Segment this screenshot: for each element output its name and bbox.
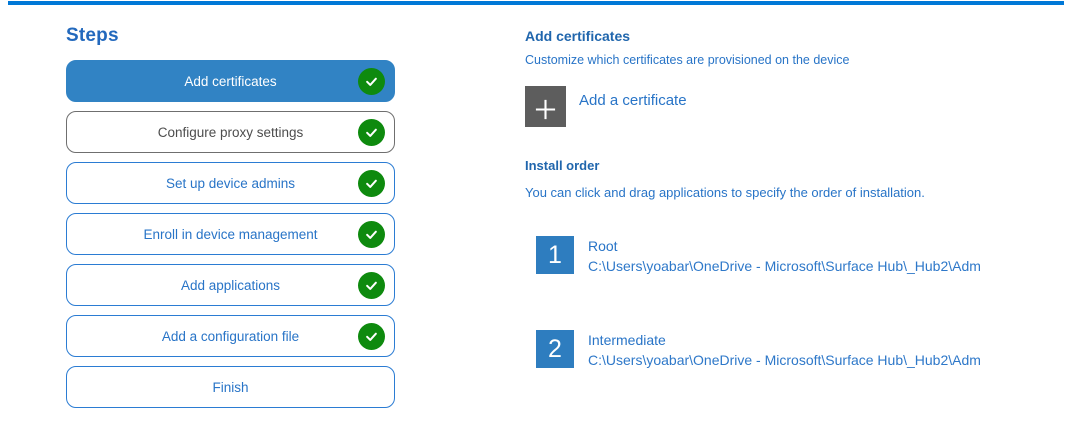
step-button-add-certificates[interactable]: Add certificates: [66, 60, 395, 102]
install-order-item-intermediate[interactable]: 2 Intermediate C:\Users\yoabar\OneDrive …: [536, 330, 1045, 369]
completed-check-icon: [358, 67, 385, 95]
steps-panel: Steps Add certificates Configure proxy s…: [66, 25, 395, 417]
item-number-badge: 2: [536, 330, 574, 368]
step-button-configure-proxy-settings[interactable]: Configure proxy settings: [66, 111, 395, 153]
step-button-set-up-device-admins[interactable]: Set up device admins: [66, 162, 395, 204]
completed-check-icon: [358, 118, 385, 146]
item-path: C:\Users\yoabar\OneDrive - Microsoft\Sur…: [588, 352, 981, 368]
install-order-title: Install order: [525, 158, 600, 173]
completed-check-icon: [358, 169, 385, 197]
completed-check-icon: [358, 271, 385, 299]
install-order-item-root[interactable]: 1 Root C:\Users\yoabar\OneDrive - Micros…: [536, 236, 1045, 275]
completed-check-icon: [358, 220, 385, 248]
step-label: Enroll in device management: [143, 226, 318, 242]
steps-panel-title: Steps: [66, 25, 119, 46]
add-certificate-label: Add a certificate: [579, 92, 687, 109]
page-subtitle: Customize which certificates are provisi…: [525, 53, 850, 67]
completed-check-icon: [358, 322, 385, 350]
step-label: Add a configuration file: [161, 328, 300, 344]
item-name: Root: [588, 238, 618, 254]
step-label: Add applications: [180, 277, 281, 293]
install-order-description: You can click and drag applications to s…: [525, 185, 925, 200]
top-accent-line: [8, 1, 1064, 5]
item-name: Intermediate: [588, 332, 666, 348]
step-label: Finish: [212, 379, 249, 395]
page-title: Add certificates: [525, 28, 631, 44]
item-text: Intermediate C:\Users\yoabar\OneDrive - …: [588, 330, 981, 369]
add-certificate-button[interactable]: Add a certificate: [525, 86, 1045, 127]
item-text: Root C:\Users\yoabar\OneDrive - Microsof…: [588, 236, 981, 275]
step-label: Add certificates: [184, 73, 277, 89]
step-label: Set up device admins: [165, 175, 296, 191]
step-button-enroll-in-device-management[interactable]: Enroll in device management: [66, 213, 395, 255]
item-path: C:\Users\yoabar\OneDrive - Microsoft\Sur…: [588, 258, 981, 274]
step-button-add-applications[interactable]: Add applications: [66, 264, 395, 306]
step-button-finish[interactable]: Finish: [66, 366, 395, 408]
step-label: Configure proxy settings: [157, 124, 304, 140]
step-button-add-a-configuration-file[interactable]: Add a configuration file: [66, 315, 395, 357]
content-panel: Add certificates Customize which certifi…: [525, 28, 1045, 369]
item-number-badge: 1: [536, 236, 574, 274]
plus-icon[interactable]: [525, 86, 566, 127]
